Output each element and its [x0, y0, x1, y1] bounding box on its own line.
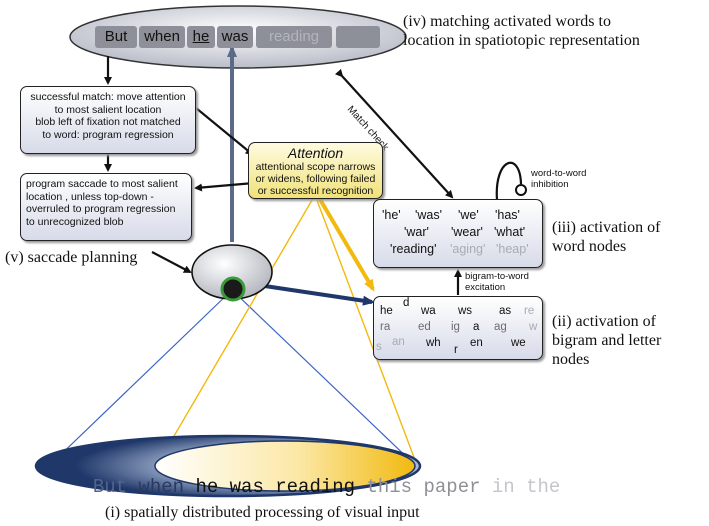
word-node-he: 'he' — [382, 208, 401, 222]
label-v: (v) saccade planning — [5, 249, 138, 266]
letter-node: a — [473, 321, 480, 333]
bigram-node: ra — [380, 321, 391, 333]
label-iii-line-1: (iii) activation of — [552, 219, 661, 236]
saccade-line-4: to unrecognized blob — [26, 215, 124, 228]
program-saccade-box: program saccade to most salient location… — [20, 173, 192, 241]
visual-input-in-the: in the — [480, 476, 561, 498]
spatiotopic-word-when: when — [139, 26, 185, 48]
word-node-has: 'has' — [495, 208, 520, 222]
attention-box: Attention attentional scope narrows or w… — [248, 142, 383, 199]
b2w-line-2: excitation — [465, 282, 506, 293]
eye-iris — [220, 276, 246, 302]
saccade-line-3: overruled to program regression — [26, 203, 176, 215]
word-inhibition-loop — [495, 161, 523, 201]
label-ii-line-1: (ii) activation of — [552, 313, 656, 330]
label-ii: (ii) activation of bigram and letter nod… — [552, 312, 661, 369]
saccade-line-1: program saccade to most salient — [26, 178, 178, 190]
attention-to-bigram-arrow — [316, 194, 375, 292]
attention-input-ellipse — [154, 440, 416, 492]
bigram-nodes-box: he d wa ws as re ra ed ig a ag w s an wh… — [373, 296, 543, 360]
spatiotopic-word-blank — [336, 26, 380, 48]
bigram-node: an — [392, 336, 405, 348]
letter-node: s — [376, 341, 382, 353]
bigram-node: ig — [451, 321, 460, 333]
word-node-what: 'what' — [494, 225, 526, 239]
word-node-wear: 'wear' — [451, 225, 483, 239]
b2w-line-1: bigram-to-word — [465, 271, 529, 282]
word-nodes-box: 'he' 'was' 'we' 'has' 'war' 'wear' 'what… — [373, 199, 543, 268]
label-iii-line-2: word nodes — [552, 238, 627, 255]
w2w-line-1: word-to-word — [531, 168, 587, 179]
word-node-was: 'was' — [415, 208, 443, 222]
word-node-reading: 'reading' — [390, 242, 437, 256]
match-to-attention-arrow — [195, 107, 254, 156]
saccade-line-2: location , unless top-down - — [26, 190, 154, 203]
attention-line-2: or widens, following failed — [255, 173, 376, 185]
letter-node: w — [529, 321, 538, 333]
letter-node: d — [403, 297, 410, 309]
spatiotopic-word-he: he — [187, 26, 215, 48]
word-node-we: 'we' — [458, 208, 479, 222]
label-iv: (iv) matching activated words to locatio… — [403, 12, 640, 50]
bigram-node: as — [499, 305, 512, 317]
label-i: (i) spatially distributed processing of … — [105, 504, 420, 521]
label-iv-line-1: (iv) matching activated words to — [403, 13, 611, 30]
match-line-1: successful match: move attention — [30, 91, 186, 103]
visual-input-this-paper: this paper — [355, 476, 481, 498]
word-node-heap: 'heap' — [496, 242, 529, 256]
match-line-4: to word: program regression — [42, 128, 174, 141]
attention-line-3: or successful recognition — [257, 185, 374, 197]
visual-input-text: But when he was reading this paper in th… — [70, 454, 561, 498]
letter-node: r — [454, 344, 458, 356]
bigram-node: he — [380, 305, 393, 317]
bigram-to-word-excitation-label: bigram-to-word excitation — [465, 271, 529, 293]
match-line-3: blob left of fixation not matched — [35, 116, 181, 128]
bigram-node: ag — [494, 321, 507, 333]
saccade-planning-arrow — [151, 251, 192, 273]
bigram-node: wa — [421, 305, 436, 317]
visual-input-attended: he was reading — [195, 476, 356, 498]
bigram-node: ws — [458, 305, 473, 317]
successful-match-box: successful match: move attention to most… — [20, 86, 196, 154]
word-node-war: 'war' — [404, 225, 429, 239]
label-iii: (iii) activation of word nodes — [552, 218, 660, 256]
eye-to-bigram-arrow — [257, 283, 375, 306]
spatiotopic-word-was: was — [217, 26, 253, 48]
bigram-node: ed — [418, 321, 431, 333]
label-ii-line-2: bigram and letter — [552, 332, 662, 349]
attention-line-1: attentional scope narrows — [255, 161, 376, 173]
match-line-2: to most salient location — [54, 103, 162, 116]
inhibition-terminal — [515, 184, 527, 196]
bigram-node: re — [524, 305, 535, 317]
w2w-line-2: inhibition — [531, 179, 569, 190]
bigram-node: we — [511, 337, 526, 349]
word-to-word-inhibition-label: word-to-word inhibition — [531, 168, 586, 190]
label-iv-line-2: location in spatiotopic representation — [403, 32, 640, 49]
spatiotopic-word-but: But — [95, 26, 137, 48]
bigram-node: wh — [426, 337, 441, 349]
match-check-arrow — [335, 68, 454, 199]
visual-input-when: when — [138, 476, 196, 498]
visual-input-but: But — [92, 476, 139, 498]
word-node-aging: 'aging' — [450, 242, 486, 256]
attention-title: Attention — [287, 145, 344, 161]
spatiotopic-word-reading: reading — [256, 26, 332, 48]
attention-to-saccade-arrow — [194, 181, 255, 192]
bigram-node: en — [470, 337, 483, 349]
label-ii-line-3: nodes — [552, 351, 590, 368]
